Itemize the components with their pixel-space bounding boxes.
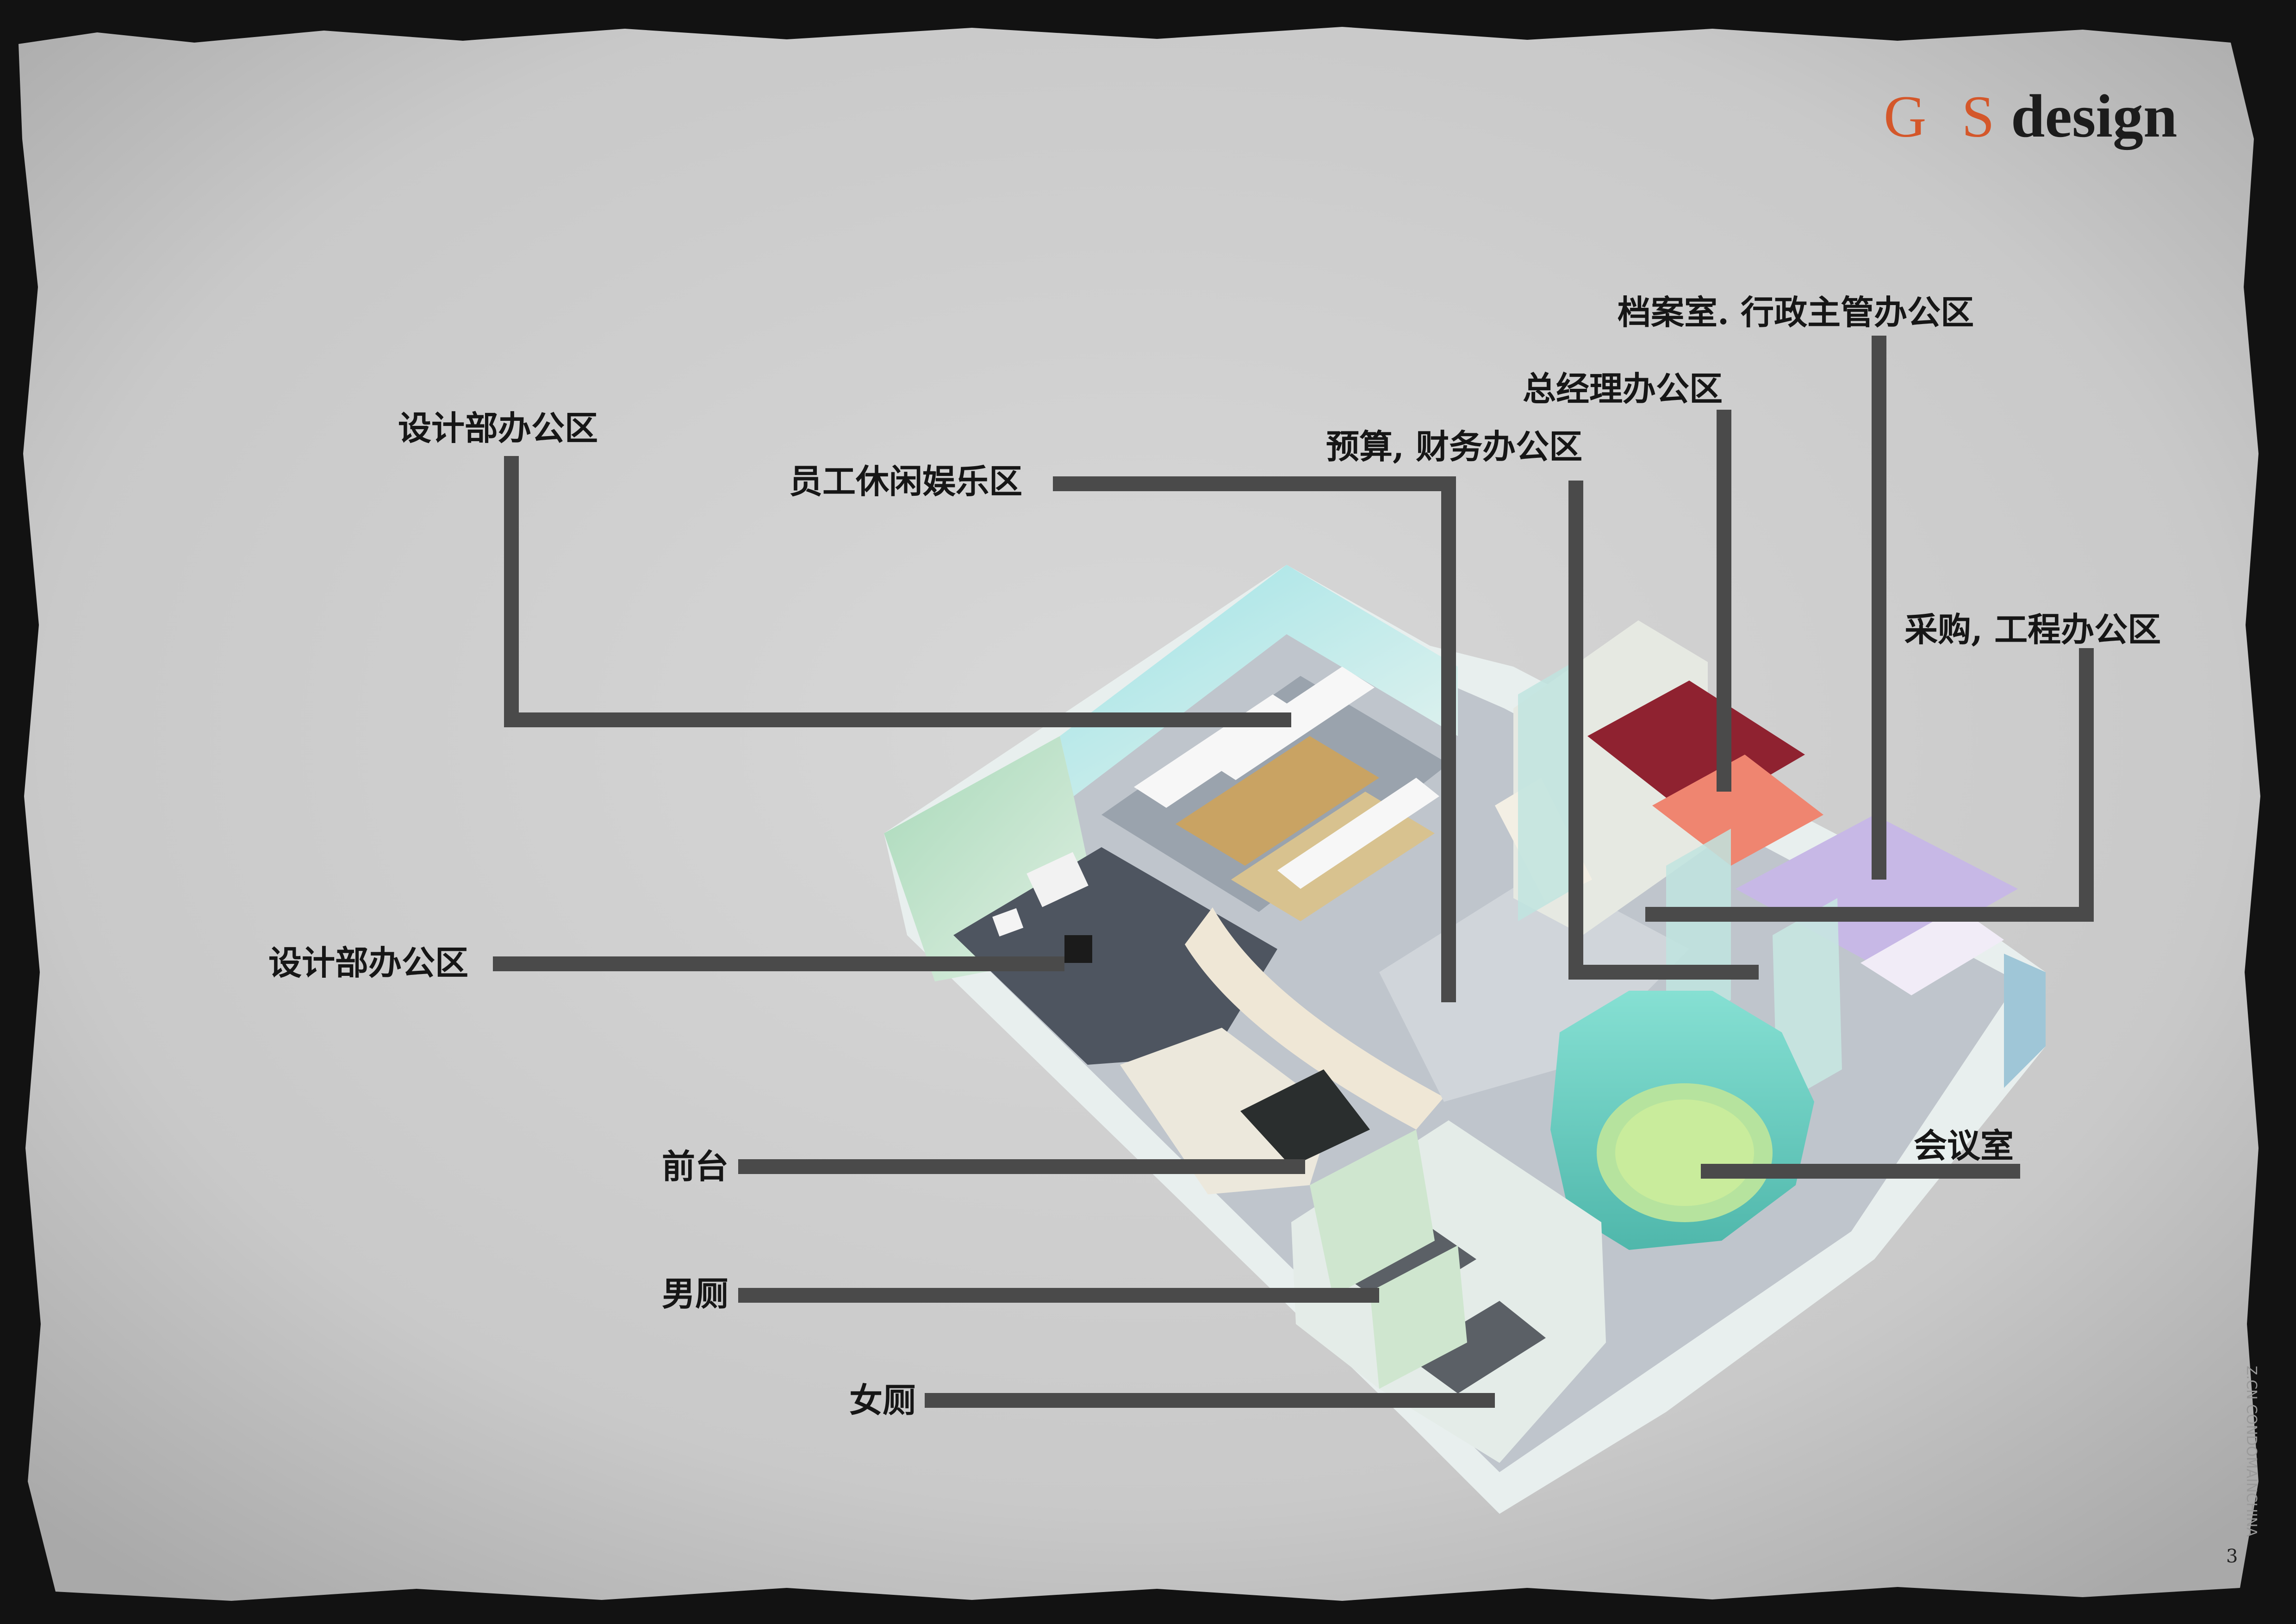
label-design-office-top: 设计部办公区 <box>398 408 598 448</box>
label-womens-restroom: 女厕 <box>849 1380 916 1420</box>
watermark-text: Z.CN CONDOMAINCHINA <box>2243 1366 2259 1537</box>
label-staff-lounge: 员工休闲娱乐区 <box>789 462 1022 501</box>
lounge-table <box>1064 935 1092 963</box>
label-budget-finance: 预算, 财务办公区 <box>1326 427 1582 466</box>
label-design-office-left: 设计部办公区 <box>268 943 468 982</box>
label-mens-restroom: 男厕 <box>662 1274 728 1313</box>
page-number: 3 <box>2226 1546 2238 1567</box>
brand-design-text: design <box>2011 82 2177 150</box>
label-meeting-room: 会议室 <box>1914 1126 2014 1165</box>
brand-gs-text: G S <box>1884 84 2005 150</box>
meeting-table-top <box>1615 1099 1754 1206</box>
glass-partition-1 <box>1518 662 1574 921</box>
label-archive-admin: 档案室. 行政主管办公区 <box>1618 293 1974 332</box>
label-procurement-engineering: 采购, 工程办公区 <box>1904 610 2161 649</box>
label-general-manager: 总经理办公区 <box>1523 369 1723 408</box>
label-reception: 前台 <box>662 1147 728 1186</box>
brand-logo: G S design <box>1884 82 2177 150</box>
